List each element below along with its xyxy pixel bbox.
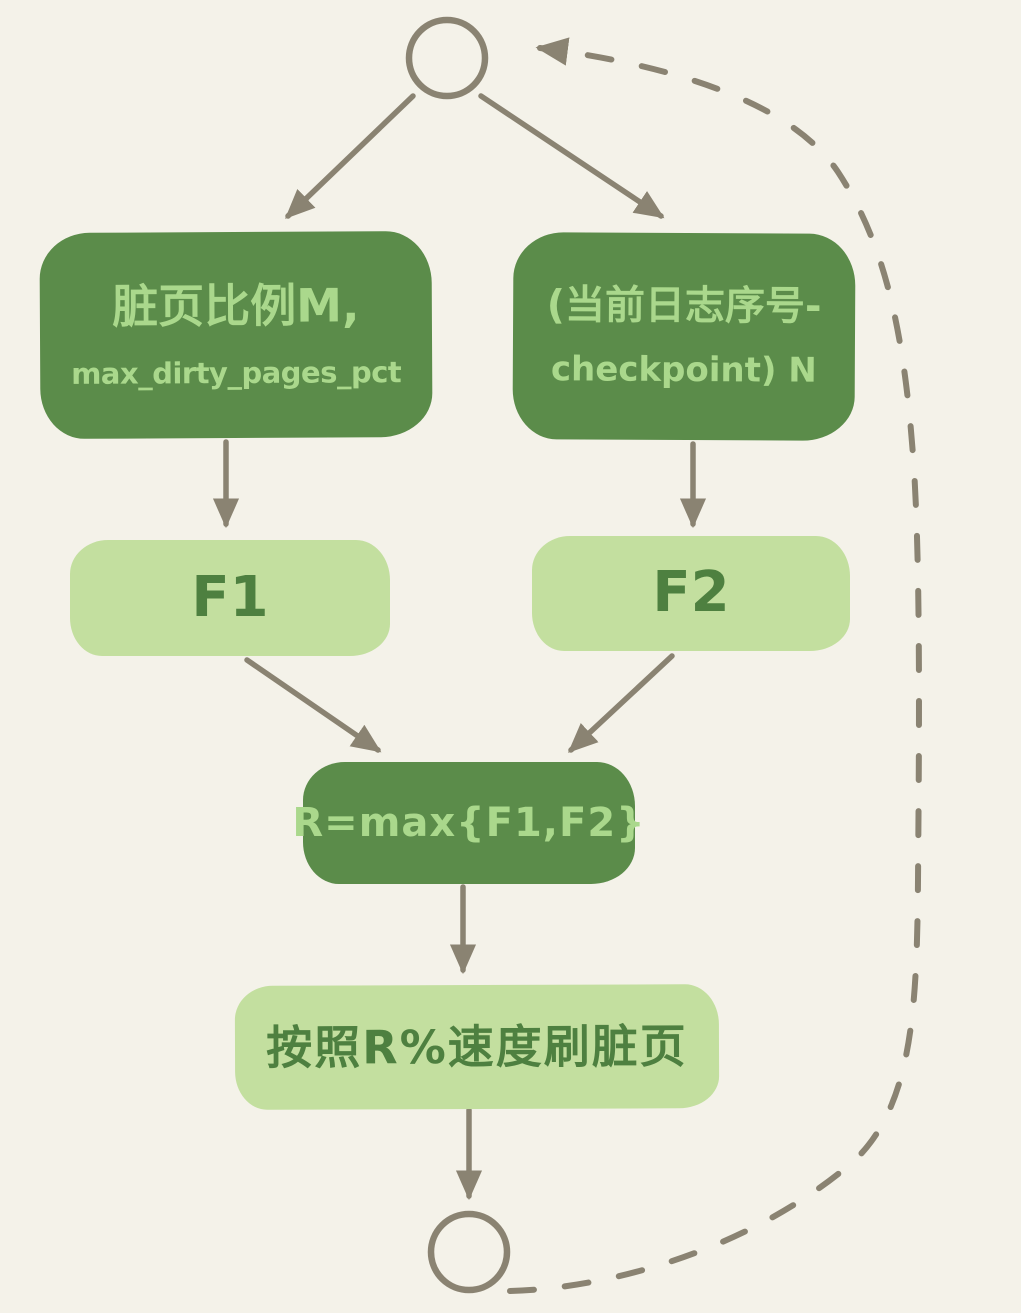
end-circle xyxy=(427,1210,511,1294)
node-f2: F2 xyxy=(532,536,850,651)
node-dirty-page-ratio-line2: max_dirty_pages_pct xyxy=(71,354,402,391)
dashed-loop-end-to-start xyxy=(507,37,922,1294)
arrow-start-to-log-gap xyxy=(478,93,665,219)
node-dirty-page-ratio-line1: 脏页比例M, xyxy=(112,278,360,334)
node-f1: F1 xyxy=(70,540,390,656)
node-r-max-label: R=max{F1,F2} xyxy=(292,800,646,846)
arrow-f2-to-rmax xyxy=(567,653,675,753)
node-f1-label: F1 xyxy=(191,564,269,630)
node-flush-dirty-pages-label: 按照R%速度刷脏页 xyxy=(266,1018,688,1075)
node-dirty-page-ratio: 脏页比例M, max_dirty_pages_pct xyxy=(39,230,433,440)
node-log-sequence-gap-line2: checkpoint) N xyxy=(550,349,817,391)
arrow-f1-to-rmax xyxy=(244,657,382,753)
arrow-start-to-dirty-ratio xyxy=(285,93,416,219)
node-log-sequence-gap-line1: (当前日志序号- xyxy=(546,282,822,330)
node-log-sequence-gap: (当前日志序号- checkpoint) N xyxy=(512,232,856,441)
node-r-max: R=max{F1,F2} xyxy=(292,762,645,884)
node-f2-label: F2 xyxy=(652,560,730,626)
node-flush-dirty-pages: 按照R%速度刷脏页 xyxy=(234,984,720,1110)
start-circle xyxy=(405,16,489,100)
